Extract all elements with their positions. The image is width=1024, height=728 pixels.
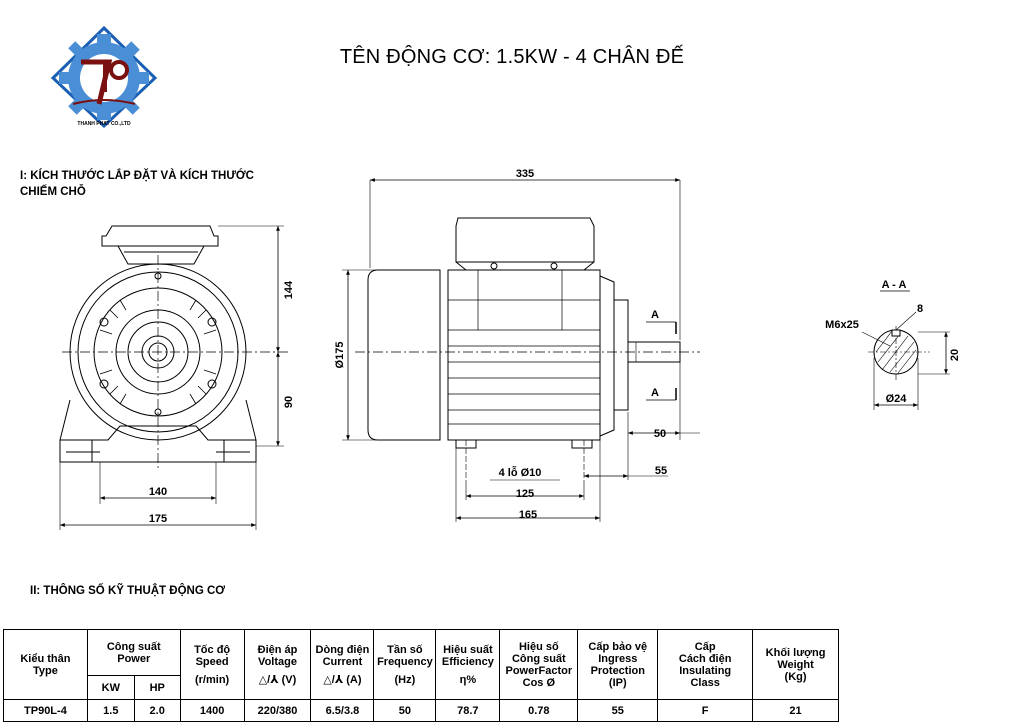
cell-kw: 1.5 <box>86 699 135 722</box>
dim-175: 175 <box>149 513 167 525</box>
section-a-a-label: A - A <box>882 279 907 291</box>
cell-weight: 21 <box>752 699 839 722</box>
cell-power-factor: 0.78 <box>499 699 579 722</box>
dim-50: 50 <box>654 428 666 440</box>
dim-holes: 4 lỗ Ø10 <box>499 466 542 479</box>
section-mark-a-bottom: A <box>651 387 659 399</box>
section-1-line2: CHIẾM CHỖ <box>20 186 86 198</box>
section-1-line1: I: KÍCH THƯỚC LẮP ĐẶT VÀ KÍCH THƯỚC <box>20 170 254 182</box>
dim-20: 20 <box>949 349 961 361</box>
cell-protection: 55 <box>577 699 659 722</box>
cell-efficiency: 78.7 <box>435 699 501 722</box>
dim-thread: M6x25 <box>825 319 859 331</box>
side-view <box>342 178 700 522</box>
cell-current: 6.5/3.8 <box>310 699 375 722</box>
company-logo: THANH PHAT CO.,LTD <box>50 26 158 129</box>
dim-144: 144 <box>283 280 295 299</box>
front-view <box>59 225 290 530</box>
dim-125: 125 <box>516 488 534 500</box>
cell-voltage: 220/380 <box>243 699 312 722</box>
cell-frequency: 50 <box>373 699 437 722</box>
dim-140: 140 <box>149 486 167 498</box>
section-mark-a-top: A <box>651 309 659 321</box>
cell-type: TP90L-4 <box>3 699 88 722</box>
logo-text: THANH PHAT CO.,LTD <box>77 121 131 127</box>
section-a-a-view <box>861 290 950 410</box>
cell-speed: 1400 <box>179 699 245 722</box>
table-row: TP90L-4 1.5 2.0 1400 220/380 6.5/3.8 50 … <box>3 699 839 722</box>
section-2-heading: II: THÔNG SỐ KỸ THUẬT ĐỘNG CƠ <box>30 585 226 597</box>
gear-logo-icon <box>50 26 158 129</box>
header-kw: KW <box>86 675 135 700</box>
table-subheader-row: KW HP <box>4 675 839 700</box>
dim-55: 55 <box>655 465 667 477</box>
dim-165: 165 <box>519 509 537 521</box>
dim-90: 90 <box>283 396 295 408</box>
dim-diameter-175: Ø175 <box>334 342 346 369</box>
dim-8: 8 <box>917 303 923 315</box>
dim-335: 335 <box>516 168 534 180</box>
dim-diameter-24: Ø24 <box>886 393 908 405</box>
page-title: TÊN ĐỘNG CƠ: 1.5KW - 4 CHÂN ĐẾ <box>339 46 685 68</box>
header-hp: HP <box>133 675 181 700</box>
cell-hp: 2.0 <box>133 699 181 722</box>
section-1-heading: I: KÍCH THƯỚC LẮP ĐẶT VÀ KÍCH THƯỚC CHIẾ… <box>20 168 254 200</box>
cell-insulation: F <box>657 699 754 722</box>
motor-drawing: 144 90 140 175 <box>59 168 961 530</box>
